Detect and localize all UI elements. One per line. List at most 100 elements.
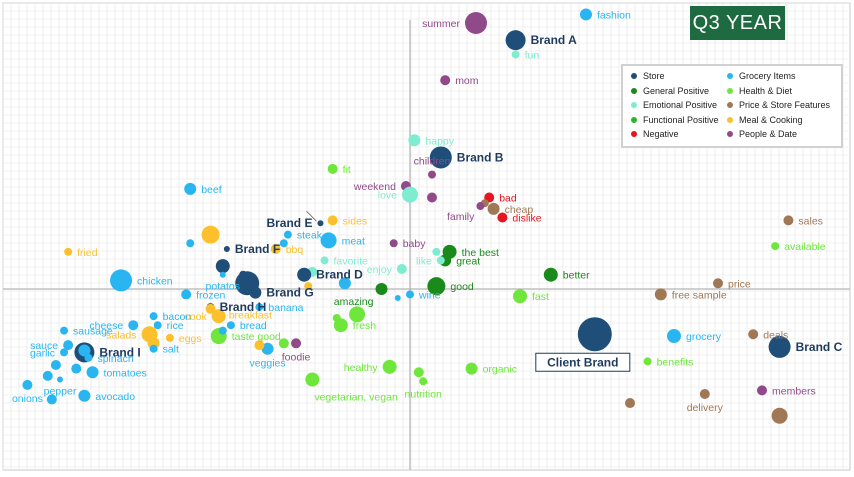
label-client-brand: Client Brand — [547, 355, 618, 369]
label-pepper: pepper — [44, 386, 77, 398]
label-like: like — [416, 255, 432, 267]
bubble-unlabeled-57 — [205, 303, 216, 314]
bubble-unlabeled-21 — [201, 225, 220, 244]
bubble-unlabeled-35 — [215, 259, 230, 274]
label-cheap: cheap — [505, 204, 534, 216]
label-enjoy: enjoy — [367, 264, 393, 276]
bubble-salt — [149, 344, 158, 353]
bubble-love — [402, 186, 418, 203]
label-sales: sales — [798, 215, 823, 227]
bubble-nutrition — [419, 377, 428, 386]
bubble-grocery — [667, 329, 681, 344]
bubble-unlabeled-104 — [771, 407, 788, 424]
bubble-healthy — [382, 359, 397, 374]
label-available: available — [784, 241, 826, 253]
label-steak: steak — [297, 230, 323, 242]
legend-swatch — [631, 116, 637, 123]
legend-item-store: Store — [631, 71, 665, 81]
legend-item-people-date: People & Date — [727, 129, 797, 139]
legend-item-negative: Negative — [631, 129, 679, 139]
label-fashion: fashion — [597, 9, 631, 21]
legend-label: Price & Store Features — [739, 100, 831, 110]
legend-swatch — [631, 131, 637, 137]
label-bread: bread — [240, 320, 267, 332]
bubble-family — [476, 202, 485, 211]
bubble-favorite — [320, 256, 329, 265]
label-bad: bad — [499, 192, 517, 204]
label-eggs: eggs — [179, 333, 202, 345]
bubble-bbq — [270, 243, 281, 254]
label-nutrition: nutrition — [405, 388, 443, 400]
bubble-fresh — [333, 318, 348, 333]
label-good: good — [450, 281, 474, 293]
label-sausage: sausage — [73, 326, 113, 338]
bubble-onions — [22, 379, 33, 390]
bubble-veggies — [261, 342, 274, 355]
label-benefits: benefits — [657, 356, 694, 368]
legend-item-health-diet: Health & Diet — [727, 86, 792, 96]
label-family: family — [447, 211, 475, 223]
label-members: members — [772, 385, 816, 397]
legend-item-meal-cooking: Meal & Cooking — [727, 115, 803, 125]
bubble-sales — [783, 215, 794, 226]
label-tomatoes: tomatoes — [104, 367, 147, 379]
bubble-vegetarian-vegan — [305, 372, 320, 387]
legend-item-emotional-positive: Emotional Positive — [631, 100, 717, 110]
bubble-unlabeled-101 — [46, 394, 57, 405]
bubble-fun — [511, 50, 520, 59]
label-brand-f: Brand F — [235, 242, 280, 256]
bubble-unlabeled-80 — [78, 344, 91, 357]
bubble-brand-c — [768, 335, 791, 358]
bubble-client-brand — [577, 317, 612, 352]
bubble-brand-a — [505, 30, 526, 51]
label-free-sample: free sample — [672, 289, 727, 301]
label-brand-a: Brand A — [531, 33, 578, 47]
label-fast: fast — [532, 291, 549, 303]
bubble-unlabeled-29 — [432, 247, 441, 256]
bubble-bacon — [149, 312, 158, 321]
legend-label: Meal & Cooking — [739, 114, 803, 125]
label-great: great — [456, 255, 480, 267]
bubble-tomatoes — [86, 366, 99, 379]
bubble-banana — [255, 303, 264, 312]
legend-label: Emotional Positive — [643, 100, 718, 110]
bubble-unlabeled-96 — [42, 370, 53, 381]
bubble-like — [436, 256, 445, 265]
bubble-garlic — [60, 348, 69, 357]
label-potatos: potatos — [206, 281, 240, 293]
label-garlic: garlic — [30, 347, 55, 359]
bubble-enjoy — [396, 263, 407, 274]
label-avocado: avocado — [95, 391, 135, 403]
bubble-unlabeled-90 — [50, 360, 61, 371]
bubble-frozen — [181, 289, 192, 300]
label-vegetarian-vegan: vegetarian, vegan — [314, 392, 398, 404]
bubble-foodie — [291, 338, 302, 349]
label-fit: fit — [343, 164, 351, 176]
legend-label: General Positive — [643, 85, 710, 96]
label-frozen: frozen — [196, 289, 225, 301]
bubble-unlabeled-105 — [625, 398, 635, 409]
label-brand-c: Brand C — [796, 340, 843, 354]
label-veggies: veggies — [249, 358, 285, 370]
label-banana: banana — [268, 302, 303, 314]
bubble-cook — [211, 309, 226, 324]
bubble-available — [771, 242, 780, 251]
label-bbq: bbq — [286, 244, 304, 256]
label-brand-d: Brand D — [316, 268, 363, 282]
label-wine: wine — [418, 289, 441, 301]
bubble-brand-d — [297, 267, 312, 282]
label-baby: baby — [403, 238, 427, 250]
bubble-fried — [64, 247, 73, 256]
bubble-free-sample — [654, 288, 667, 301]
label-dislike: dislike — [512, 213, 541, 225]
bubble-beef — [184, 182, 197, 195]
legend-label: Store — [643, 71, 665, 81]
bubble-unlabeled-73 — [218, 326, 227, 335]
legend-label: Functional Positive — [643, 114, 719, 125]
legend-swatch — [727, 102, 733, 108]
label-brand-h: Brand H — [220, 300, 267, 314]
legend-label: Negative — [643, 129, 679, 139]
bubble-mom — [440, 75, 451, 86]
bubble-unlabeled-63 — [349, 306, 366, 323]
